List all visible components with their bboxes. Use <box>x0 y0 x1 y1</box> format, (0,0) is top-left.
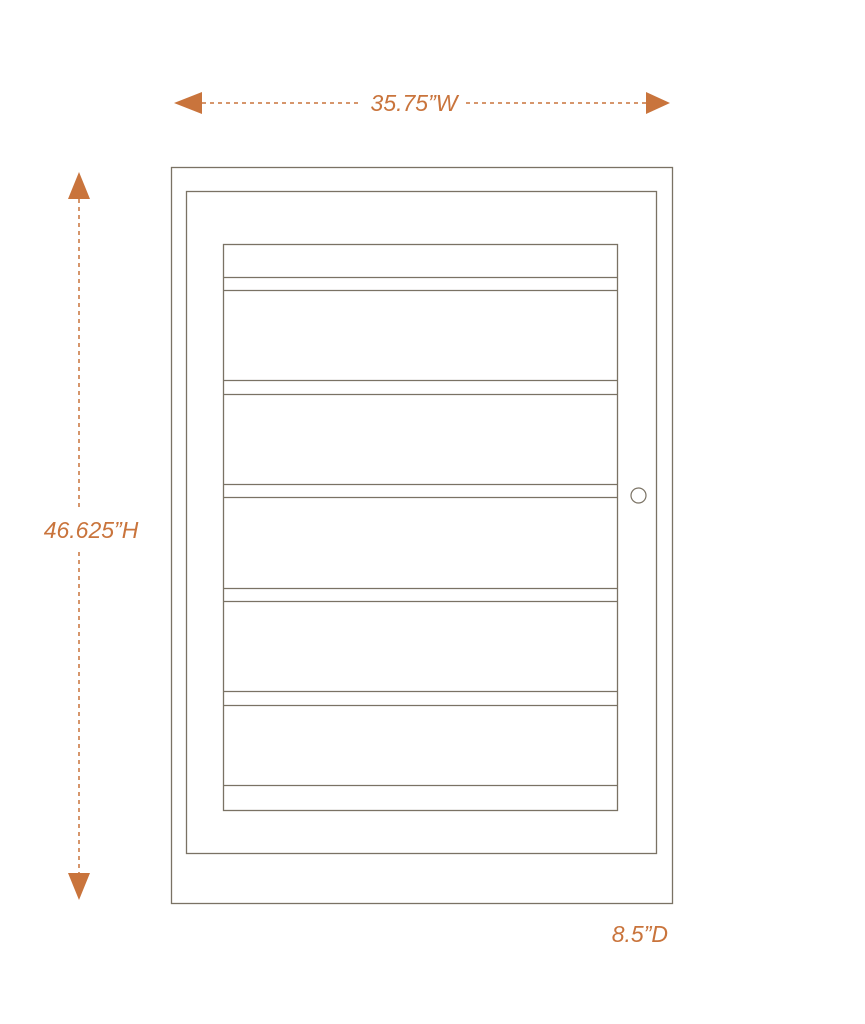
width-arrow-left-icon <box>174 92 202 114</box>
height-arrow-top-icon <box>68 172 90 199</box>
shelf-divider-5 <box>223 690 618 707</box>
shelf-divider-1 <box>223 276 618 292</box>
height-dimension: 46.625”H <box>44 172 139 900</box>
shelf-divider-2 <box>223 379 618 396</box>
height-label: 46.625”H <box>44 517 139 543</box>
cabinet-outer-frame <box>170 166 674 905</box>
width-label: 35.75”W <box>371 90 460 116</box>
cabinet <box>170 166 674 905</box>
cabinet-door-frame <box>185 190 658 855</box>
shelf-divider-3 <box>223 483 618 499</box>
door-knob-icon <box>630 487 647 504</box>
shelf-divider-4 <box>223 587 618 603</box>
cabinet-glass-panel <box>222 243 619 812</box>
width-dimension: 35.75”W <box>174 90 670 116</box>
depth-label: 8.5”D <box>612 921 668 947</box>
width-arrow-right-icon <box>646 92 670 114</box>
height-arrow-bottom-icon <box>68 873 90 900</box>
